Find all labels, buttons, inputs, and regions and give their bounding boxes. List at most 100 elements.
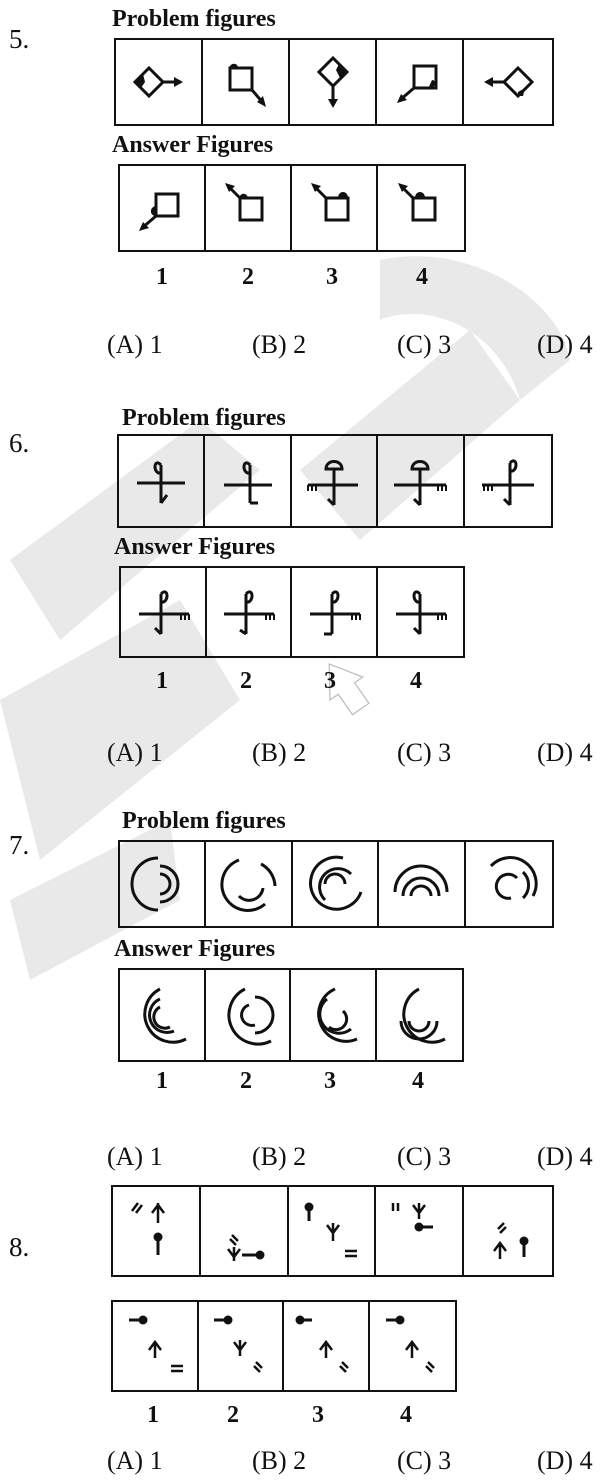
option-b[interactable]: (B) 2: [252, 1446, 307, 1475]
option-c[interactable]: (C) 3: [397, 1446, 452, 1475]
problem-figure: [206, 842, 293, 926]
answer-figure: [207, 568, 292, 656]
answer-figure: [291, 970, 377, 1060]
square-arrow-figure: [139, 192, 180, 231]
option-a[interactable]: (A) 1: [107, 738, 163, 767]
concentric-arcs-figure: [227, 987, 275, 1046]
answer-label: 1: [156, 668, 168, 694]
option-b[interactable]: (B) 2: [252, 330, 307, 359]
cross-hook-figure: [481, 459, 534, 507]
problem-figure: [205, 436, 292, 526]
problem-figure: [201, 1187, 289, 1275]
problem-figure: [290, 40, 377, 124]
answer-label: 2: [240, 1068, 252, 1094]
answer-figure: [199, 1302, 284, 1390]
answer-figure: [370, 1302, 455, 1390]
option-d[interactable]: (D) 4: [537, 1142, 593, 1171]
problem-figure: [116, 40, 203, 124]
cross-hook-figure: [307, 460, 359, 507]
option-b[interactable]: (B) 2: [252, 1142, 307, 1171]
concentric-arcs-figure: [143, 987, 187, 1044]
problem-figure: [464, 1187, 552, 1275]
symbols-figure: [392, 1203, 434, 1232]
answer-figure: [292, 568, 378, 656]
problem-figure: [377, 40, 464, 124]
answer-label: 1: [147, 1402, 159, 1428]
answer-figure: [120, 166, 206, 250]
answer-label: 2: [227, 1402, 239, 1428]
answer-figure: [377, 970, 462, 1060]
problem-figure: [466, 842, 552, 926]
problem-figures-strip: [118, 840, 554, 928]
problem-figure: [376, 1187, 465, 1275]
answer-figures-caption: Answer Figures: [114, 936, 276, 962]
option-b[interactable]: (B) 2: [252, 738, 307, 767]
diamond-arrow-figure: [316, 55, 349, 108]
cross-hook-figure: [224, 590, 276, 636]
square-arrow-figure: [228, 63, 266, 107]
symbols-figure: [214, 1315, 264, 1373]
answer-label: 3: [324, 668, 336, 694]
problem-figure: [120, 842, 207, 926]
cross-hook-figure: [138, 590, 190, 636]
problem-figure: [293, 842, 380, 926]
option-d[interactable]: (D) 4: [537, 738, 593, 767]
concentric-arcs-figure: [309, 855, 363, 911]
answer-figures-strip: [119, 566, 465, 658]
cross-hook-figure: [137, 461, 186, 504]
problem-figure: [379, 842, 466, 926]
option-a[interactable]: (A) 1: [107, 1446, 163, 1475]
symbols-figure: [386, 1315, 436, 1373]
option-a[interactable]: (A) 1: [107, 330, 163, 359]
problem-figures-caption: Problem figures: [112, 6, 276, 32]
option-a[interactable]: (A) 1: [107, 1142, 163, 1171]
option-c[interactable]: (C) 3: [397, 738, 452, 767]
answer-figure: [378, 166, 464, 250]
option-d[interactable]: (D) 4: [537, 330, 593, 359]
answer-figures-strip: [118, 164, 466, 252]
option-c[interactable]: (C) 3: [397, 330, 452, 359]
square-arrow-figure: [396, 64, 437, 103]
answer-figure: [120, 970, 206, 1060]
square-arrow-figure: [225, 183, 264, 222]
answer-figure: [206, 970, 291, 1060]
problem-figures-strip: [117, 434, 553, 528]
answer-label: 4: [410, 668, 422, 694]
answer-figures-caption: Answer Figures: [112, 132, 274, 158]
answer-figure: [284, 1302, 370, 1390]
answer-figure: [121, 568, 207, 656]
symbols-figure: [128, 1315, 183, 1373]
cross-hook-figure: [309, 590, 361, 636]
question-number: 7.: [9, 830, 30, 860]
answer-label: 2: [242, 264, 254, 290]
square-arrow-figure: [311, 183, 350, 222]
answer-figure: [113, 1302, 199, 1390]
problem-figure: [289, 1187, 377, 1275]
cross-hook-figure: [396, 590, 448, 636]
problem-figures-strip: [111, 1185, 554, 1277]
problem-figures-caption: Problem figures: [122, 405, 286, 431]
problem-figures-strip: [114, 38, 554, 126]
problem-figure: [464, 40, 551, 124]
option-d[interactable]: (D) 4: [537, 1446, 593, 1475]
answer-figures-strip: [118, 968, 464, 1062]
answer-label: 4: [416, 264, 428, 290]
diamond-arrow-figure: [132, 65, 183, 99]
answer-label: 3: [324, 1068, 336, 1094]
diamond-arrow-figure: [483, 65, 534, 99]
answer-label: 1: [156, 1068, 168, 1094]
problem-figure: [292, 436, 379, 526]
answer-figures-caption: Answer Figures: [114, 534, 276, 560]
concentric-arcs-figure: [220, 858, 277, 912]
cross-hook-figure: [394, 460, 448, 507]
problem-figure: [465, 436, 551, 526]
symbols-figure: [493, 1222, 529, 1259]
concentric-arcs-figure: [489, 856, 538, 900]
option-c[interactable]: (C) 3: [397, 1142, 452, 1171]
question-number: 8.: [9, 1232, 30, 1262]
concentric-arcs-figure: [393, 864, 449, 897]
concentric-arcs-figure: [130, 856, 180, 912]
symbols-figure: [304, 1202, 358, 1258]
answer-label: 4: [412, 1068, 424, 1094]
answer-figure: [206, 166, 292, 250]
